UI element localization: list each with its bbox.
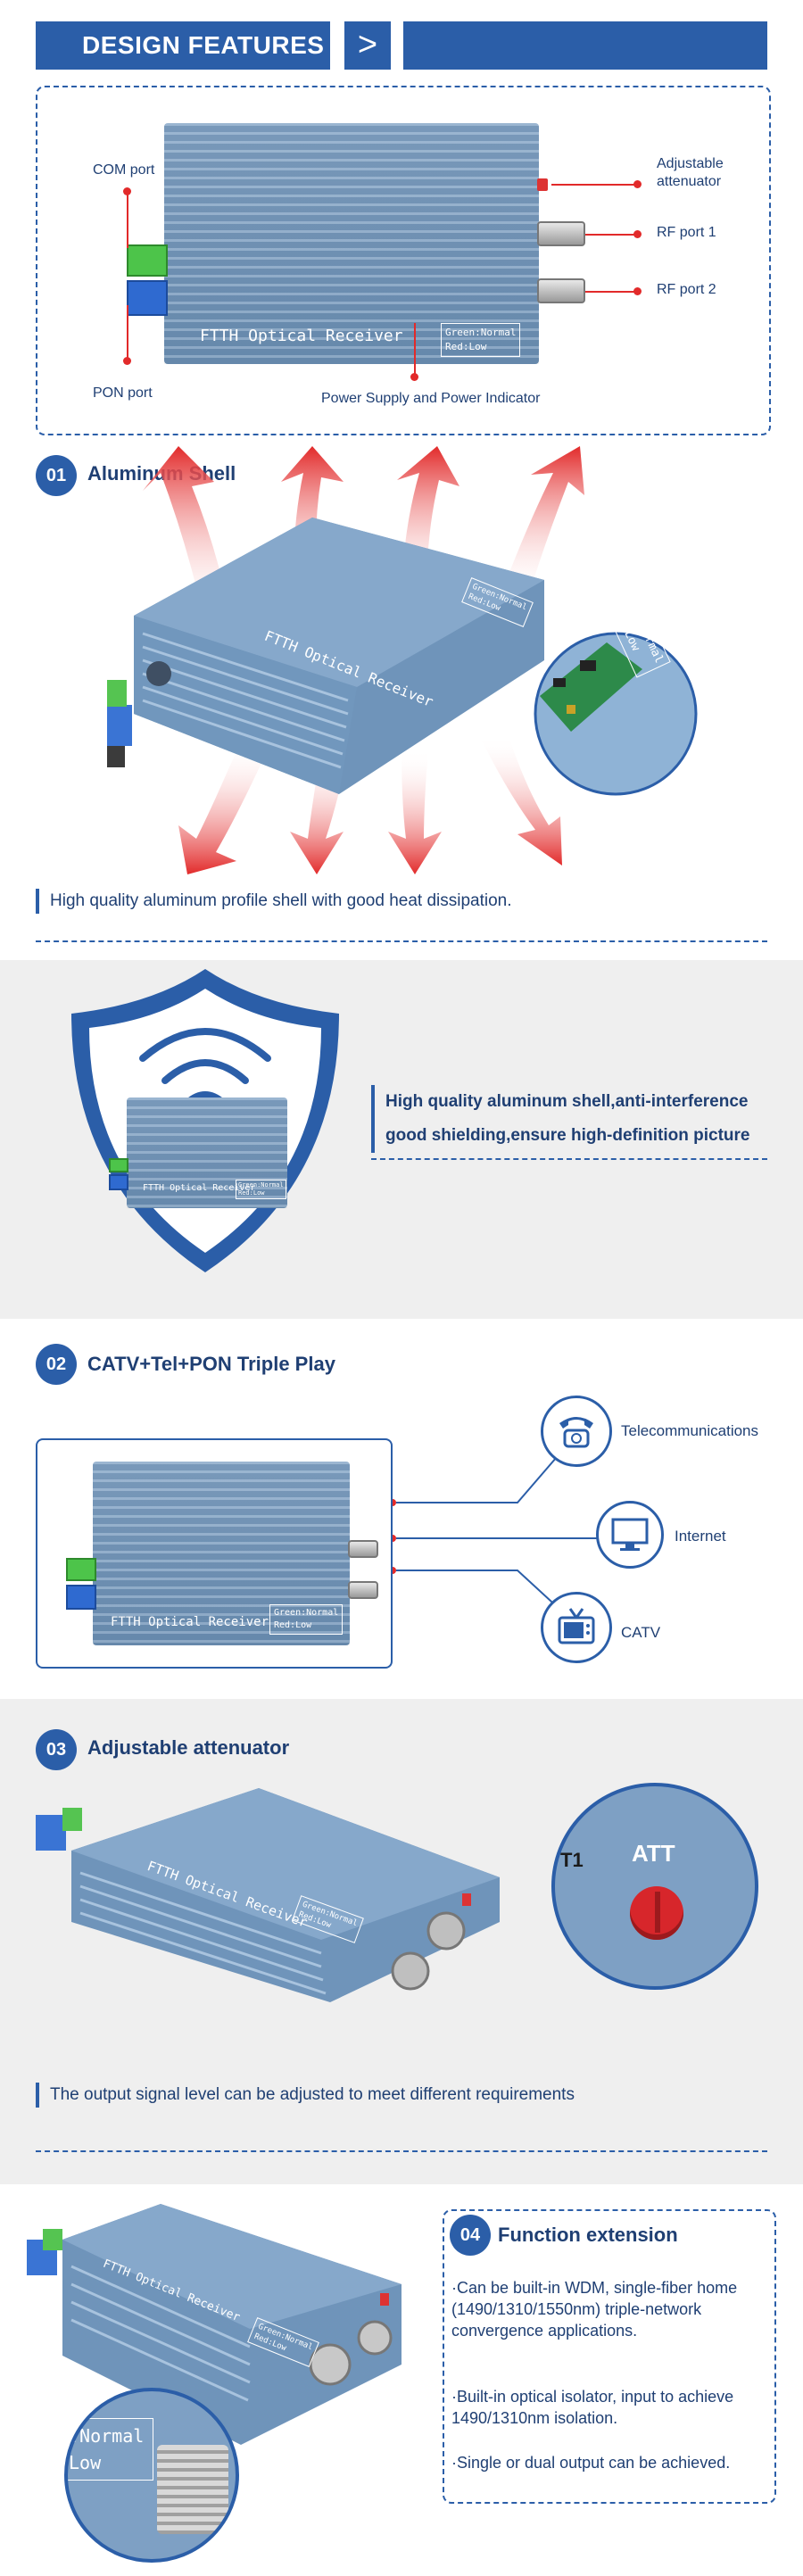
callout-dot bbox=[633, 230, 642, 238]
pon-port-label: PON port bbox=[93, 385, 153, 401]
section-caption: High quality aluminum profile shell with… bbox=[36, 889, 512, 914]
pcb-zoom-circle bbox=[534, 632, 698, 796]
callout-dot bbox=[410, 373, 418, 381]
led-zoom-circle: :Normal Low bbox=[64, 2388, 239, 2563]
attenuator-knob bbox=[537, 178, 548, 191]
heat-sink-fins bbox=[127, 1097, 287, 1208]
callout-dot bbox=[633, 287, 642, 295]
attenuator-zoom-circle: T1 ATT bbox=[551, 1783, 758, 1990]
callout-line bbox=[127, 305, 128, 360]
function-point-3: ·Single or dual output can be achieved. bbox=[451, 2454, 731, 2472]
function-panel: 04 Function extension ·Can be built-in W… bbox=[443, 2209, 776, 2504]
pon-port-connector bbox=[127, 280, 168, 316]
section-title: CATV+Tel+PON Triple Play bbox=[87, 1353, 335, 1375]
com-port-label: COM port bbox=[93, 162, 155, 178]
rf-port-1-connector bbox=[348, 1540, 378, 1558]
telephone-icon bbox=[541, 1396, 612, 1467]
heat-arrows-down bbox=[178, 736, 562, 874]
device-label: FTTH Optical Receiver bbox=[111, 1615, 269, 1629]
rf-port-2-label: RF port 2 bbox=[657, 282, 716, 297]
attenuator-label: Adjustable attenuator bbox=[657, 155, 724, 191]
heat-dissipation-illustration bbox=[107, 446, 698, 874]
function-point-1: ·Can be built-in WDM, single-fiber home … bbox=[451, 2279, 738, 2340]
triple-play-device-frame: FTTH Optical Receiver Green:Normal Red:L… bbox=[36, 1438, 393, 1669]
service-label-catv: CATV bbox=[621, 1624, 661, 1641]
section-divider bbox=[36, 2150, 767, 2152]
service-label-internet: Internet bbox=[675, 1528, 726, 1545]
page-title: DESIGN FEATURES bbox=[36, 21, 330, 70]
rf-port-1-label: RF port 1 bbox=[657, 225, 716, 240]
zoom-edge-label: T1 bbox=[560, 1849, 584, 1871]
zoom-led-line-1: :Normal bbox=[69, 2425, 145, 2447]
section-caption: The output signal level can be adjusted … bbox=[36, 2083, 575, 2108]
com-port-connector bbox=[66, 1558, 96, 1581]
led-line-normal: Green:Normal bbox=[274, 1608, 339, 1618]
heat-sink-fins bbox=[93, 1462, 350, 1645]
triple-play-connection-lines bbox=[393, 1450, 598, 1612]
service-label-telecommunications: Telecommunications bbox=[621, 1422, 759, 1439]
callout-line bbox=[585, 234, 635, 236]
section-title: Adjustable attenuator bbox=[87, 1736, 290, 1759]
zoom-led-line-2: Low bbox=[69, 2452, 102, 2473]
led-indicator-label: Green:Normal Red:Low bbox=[441, 323, 521, 357]
device-label: FTTH Optical Receiver bbox=[200, 327, 403, 345]
receiver-device-angled bbox=[27, 2204, 402, 2445]
device-label: FTTH Optical Receiver bbox=[143, 1183, 256, 1193]
led-line-normal: Green:Normal bbox=[238, 1181, 284, 1189]
receiver-device: FTTH Optical Receiver Green:Normal Red:L… bbox=[127, 1097, 287, 1208]
attenuator-label-line1: Adjustable bbox=[657, 156, 724, 171]
section-header: DESIGN FEATURES > bbox=[36, 21, 767, 70]
overview-diagram: FTTH Optical Receiver Green:Normal Red:L… bbox=[36, 86, 771, 435]
section-number-badge: 01 bbox=[36, 455, 77, 496]
section-divider bbox=[371, 1158, 767, 1160]
shield-section: FTTH Optical Receiver Green:Normal Red:L… bbox=[0, 960, 803, 1319]
attenuator-label-line2: attenuator bbox=[657, 174, 722, 189]
rf-port-2-connector bbox=[348, 1581, 378, 1599]
header-bar-decoration bbox=[403, 21, 767, 70]
com-port-connector bbox=[127, 244, 168, 277]
callout-dot bbox=[123, 187, 131, 195]
chevron-right-icon: > bbox=[344, 21, 391, 70]
receiver-device: FTTH Optical Receiver Green:Normal Red:L… bbox=[93, 1462, 350, 1645]
receiver-device-angled bbox=[107, 518, 544, 794]
rf-port-1-connector bbox=[537, 221, 585, 246]
com-port-connector bbox=[109, 1158, 128, 1172]
section-number-badge: 03 bbox=[36, 1729, 77, 1770]
att-knob-slot bbox=[655, 1892, 660, 1933]
section-title: Function extension bbox=[498, 2224, 678, 2246]
receiver-device: FTTH Optical Receiver Green:Normal Red:L… bbox=[164, 123, 539, 364]
led-line-low: Red:Low bbox=[238, 1189, 265, 1197]
receiver-device-angled bbox=[36, 1788, 500, 2002]
heat-sink-fins bbox=[164, 123, 539, 364]
power-indicator-label: Power Supply and Power Indicator bbox=[321, 391, 541, 406]
pon-port-connector bbox=[109, 1174, 128, 1190]
led-line-low: Red:Low bbox=[274, 1620, 312, 1630]
shield-caption-line2: good shielding,ensure high-definition pi… bbox=[385, 1126, 750, 1145]
callout-line bbox=[127, 191, 128, 248]
callout-line bbox=[551, 184, 637, 186]
section-number-badge: 04 bbox=[450, 2215, 491, 2256]
att-label: ATT bbox=[632, 1840, 675, 1867]
section-number-badge: 02 bbox=[36, 1344, 77, 1385]
shield-caption: High quality aluminum shell,anti-interfe… bbox=[371, 1085, 750, 1153]
section-divider bbox=[36, 940, 767, 942]
tv-icon bbox=[541, 1592, 612, 1663]
rf-port-2-connector bbox=[537, 278, 585, 303]
callout-dot bbox=[633, 180, 642, 188]
callout-line bbox=[585, 291, 635, 293]
callout-line bbox=[414, 323, 416, 375]
led-indicator-label: Green:Normal Red:Low bbox=[269, 1604, 344, 1635]
monitor-icon bbox=[596, 1501, 664, 1569]
led-indicator-label: Green:Normal Red:Low bbox=[236, 1180, 286, 1199]
pon-port-connector bbox=[66, 1585, 96, 1610]
shield-caption-line1: High quality aluminum shell,anti-interfe… bbox=[385, 1092, 749, 1111]
rf-connector-closeup bbox=[157, 2445, 228, 2534]
function-point-2: ·Built-in optical isolator, input to ach… bbox=[451, 2388, 734, 2427]
attenuator-section: 03 Adjustable attenuator FTTH Optical Re… bbox=[0, 1699, 803, 2184]
led-line-normal: Green:Normal bbox=[445, 327, 517, 338]
zoomed-led-label: :Normal Low bbox=[68, 2418, 154, 2481]
callout-dot bbox=[123, 357, 131, 365]
led-line-low: Red:Low bbox=[445, 341, 487, 352]
